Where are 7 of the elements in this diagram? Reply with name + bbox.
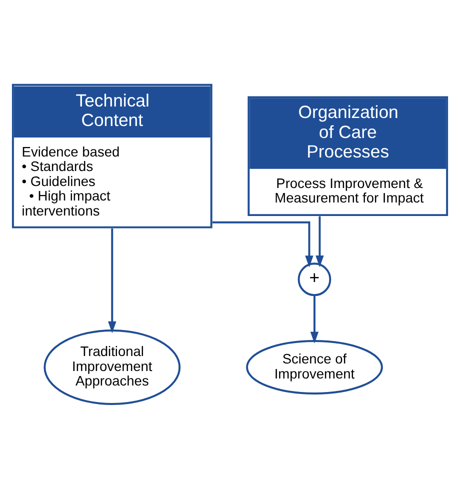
node-ellipse: Science of Improvement: [246, 340, 383, 394]
arrow: [310, 295, 319, 344]
node-ellipse: Traditional Improvement Approaches: [44, 329, 181, 405]
arrow: [212, 220, 314, 267]
arrow: [108, 228, 116, 333]
node-circle: +: [298, 262, 332, 296]
arrow: [316, 216, 324, 267]
